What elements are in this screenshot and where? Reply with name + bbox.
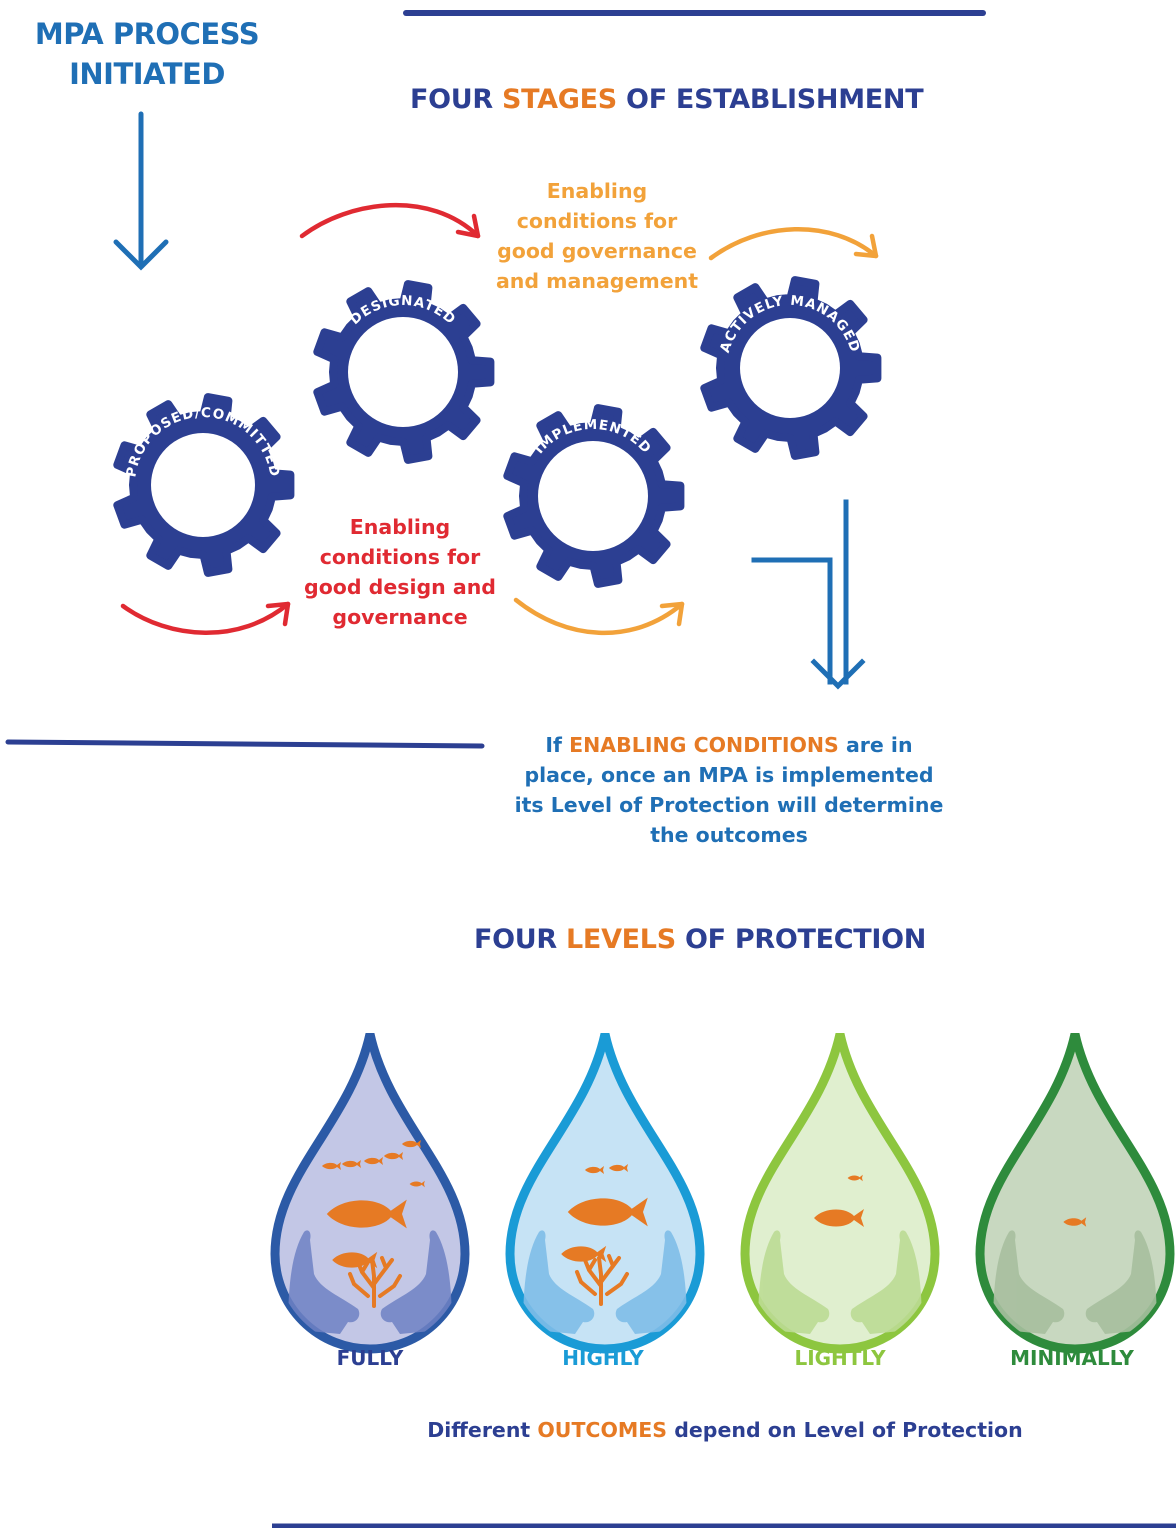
mpa-process-initiated-title: MPA PROCESS INITIATED	[34, 17, 260, 91]
amber-curved-arrow-top	[708, 227, 879, 261]
outcomes-statement: Different OUTCOMES depend on Level of Pr…	[330, 1418, 1120, 1442]
label-fully: FULLY	[336, 1346, 404, 1370]
stages-heading-prefix: FOUR	[410, 84, 503, 115]
statement-suffix: are in place, once an MPA is implemented…	[514, 733, 944, 847]
enabling-conditions-statement: If ENABLING CONDITIONS are in place, onc…	[508, 730, 950, 850]
levels-heading-highlight: LEVELS	[566, 924, 676, 955]
enabling-management-text: Enabling conditions for good governance …	[495, 179, 699, 293]
process-down-arrow	[113, 111, 169, 271]
levels-heading: FOUR LEVELS OF PROTECTION	[474, 924, 926, 955]
gear-designated	[313, 280, 495, 464]
label-lightly: LIGHTLY	[794, 1346, 886, 1370]
drop-highly	[510, 1034, 700, 1349]
label-highly: HIGHLY	[562, 1346, 644, 1370]
drop-fully	[275, 1034, 465, 1349]
amber-curved-arrow-bottom	[513, 597, 685, 635]
outcomes-highlight: OUTCOMES	[537, 1418, 668, 1442]
statement-highlight: ENABLING CONDITIONS	[569, 733, 839, 757]
gear-actively-managed	[700, 276, 882, 460]
outcomes-prefix: Different	[427, 1418, 538, 1442]
label-minimally: MINIMALLY	[1010, 1346, 1134, 1370]
middle-divider-line	[5, 739, 485, 749]
stages-heading-suffix: OF ESTABLISHMENT	[616, 84, 924, 115]
red-curved-arrow-top	[299, 202, 481, 239]
levels-heading-prefix: FOUR	[474, 924, 567, 955]
statement-prefix: If	[545, 733, 570, 757]
outcomes-suffix: depend on Level of Protection	[667, 1418, 1023, 1442]
levels-heading-suffix: OF PROTECTION	[675, 924, 927, 955]
gear-proposed-committed	[113, 393, 295, 577]
outcome-down-arrow	[751, 499, 866, 690]
gear-implemented	[503, 404, 685, 588]
stages-heading-highlight: STAGES	[502, 84, 617, 115]
enabling-design-text: Enabling conditions for good design and …	[304, 515, 496, 629]
drop-minimally	[980, 1034, 1170, 1349]
drop-lightly	[745, 1034, 935, 1349]
red-curved-arrow-bottom	[120, 601, 291, 635]
stages-heading: FOUR STAGES OF ESTABLISHMENT	[410, 84, 924, 115]
